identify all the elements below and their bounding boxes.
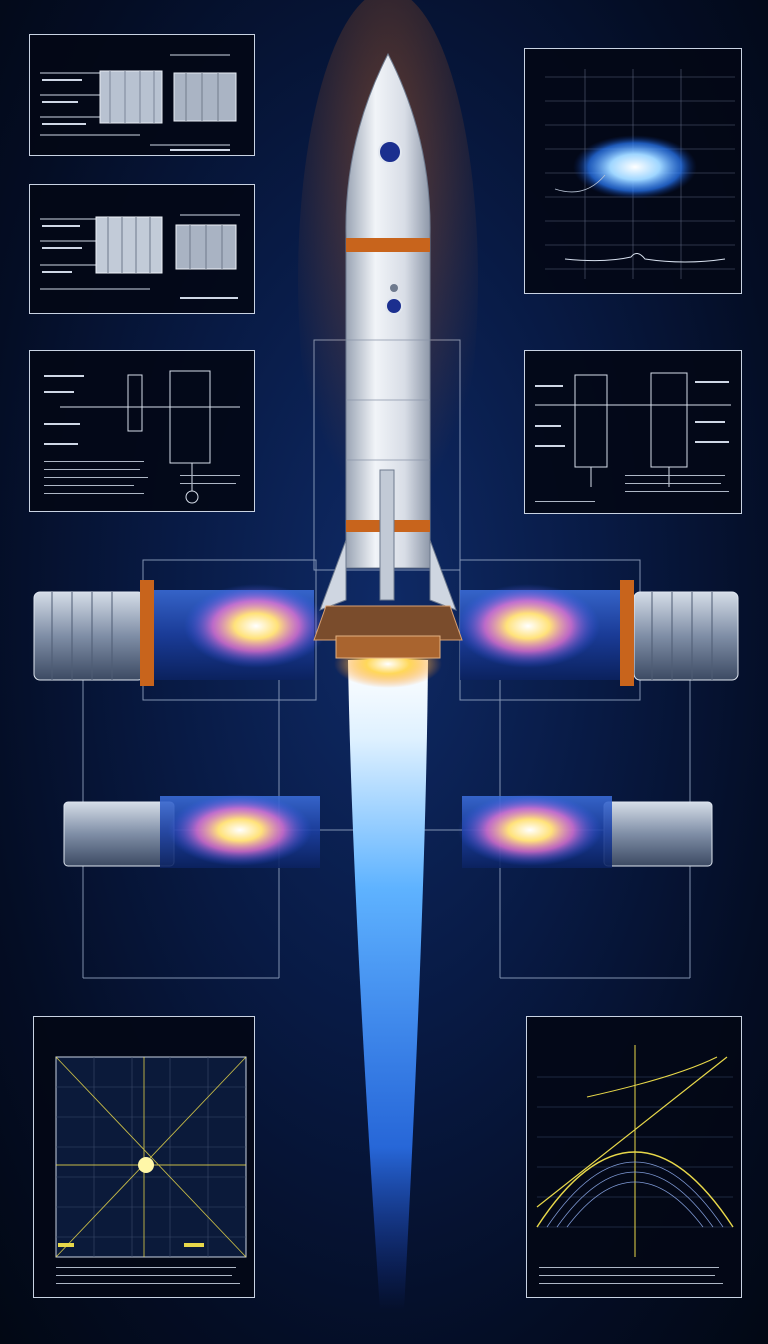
rocket-icon	[298, 0, 478, 659]
plasma-grid-chart	[545, 69, 735, 279]
grid-chart-panel-left	[33, 1016, 255, 1298]
cylinder-schematic-icon	[40, 54, 237, 151]
porthole-icon	[378, 140, 402, 164]
schematic-panel-left-2	[29, 184, 255, 314]
starburst-grid-chart	[55, 1056, 247, 1284]
thruster-module-icon	[63, 794, 320, 868]
thruster-module-icon	[33, 580, 328, 686]
thruster-module-icon	[458, 794, 713, 868]
curve-chart-panel-right	[526, 1016, 742, 1298]
cylinder-schematic-icon	[40, 214, 240, 299]
schematic-panel-top-left	[29, 34, 255, 156]
curve-chart	[536, 1045, 734, 1284]
valve-schematic-icon	[44, 370, 240, 504]
porthole-icon	[385, 297, 403, 315]
thruster-module-icon	[456, 580, 739, 686]
plasma-orb-icon	[573, 135, 697, 199]
valve-schematic-icon	[535, 372, 731, 502]
plasma-chart-panel	[524, 48, 742, 294]
schematic-panel-mid-right	[524, 350, 742, 514]
schematic-panel-mid-left	[29, 350, 255, 512]
